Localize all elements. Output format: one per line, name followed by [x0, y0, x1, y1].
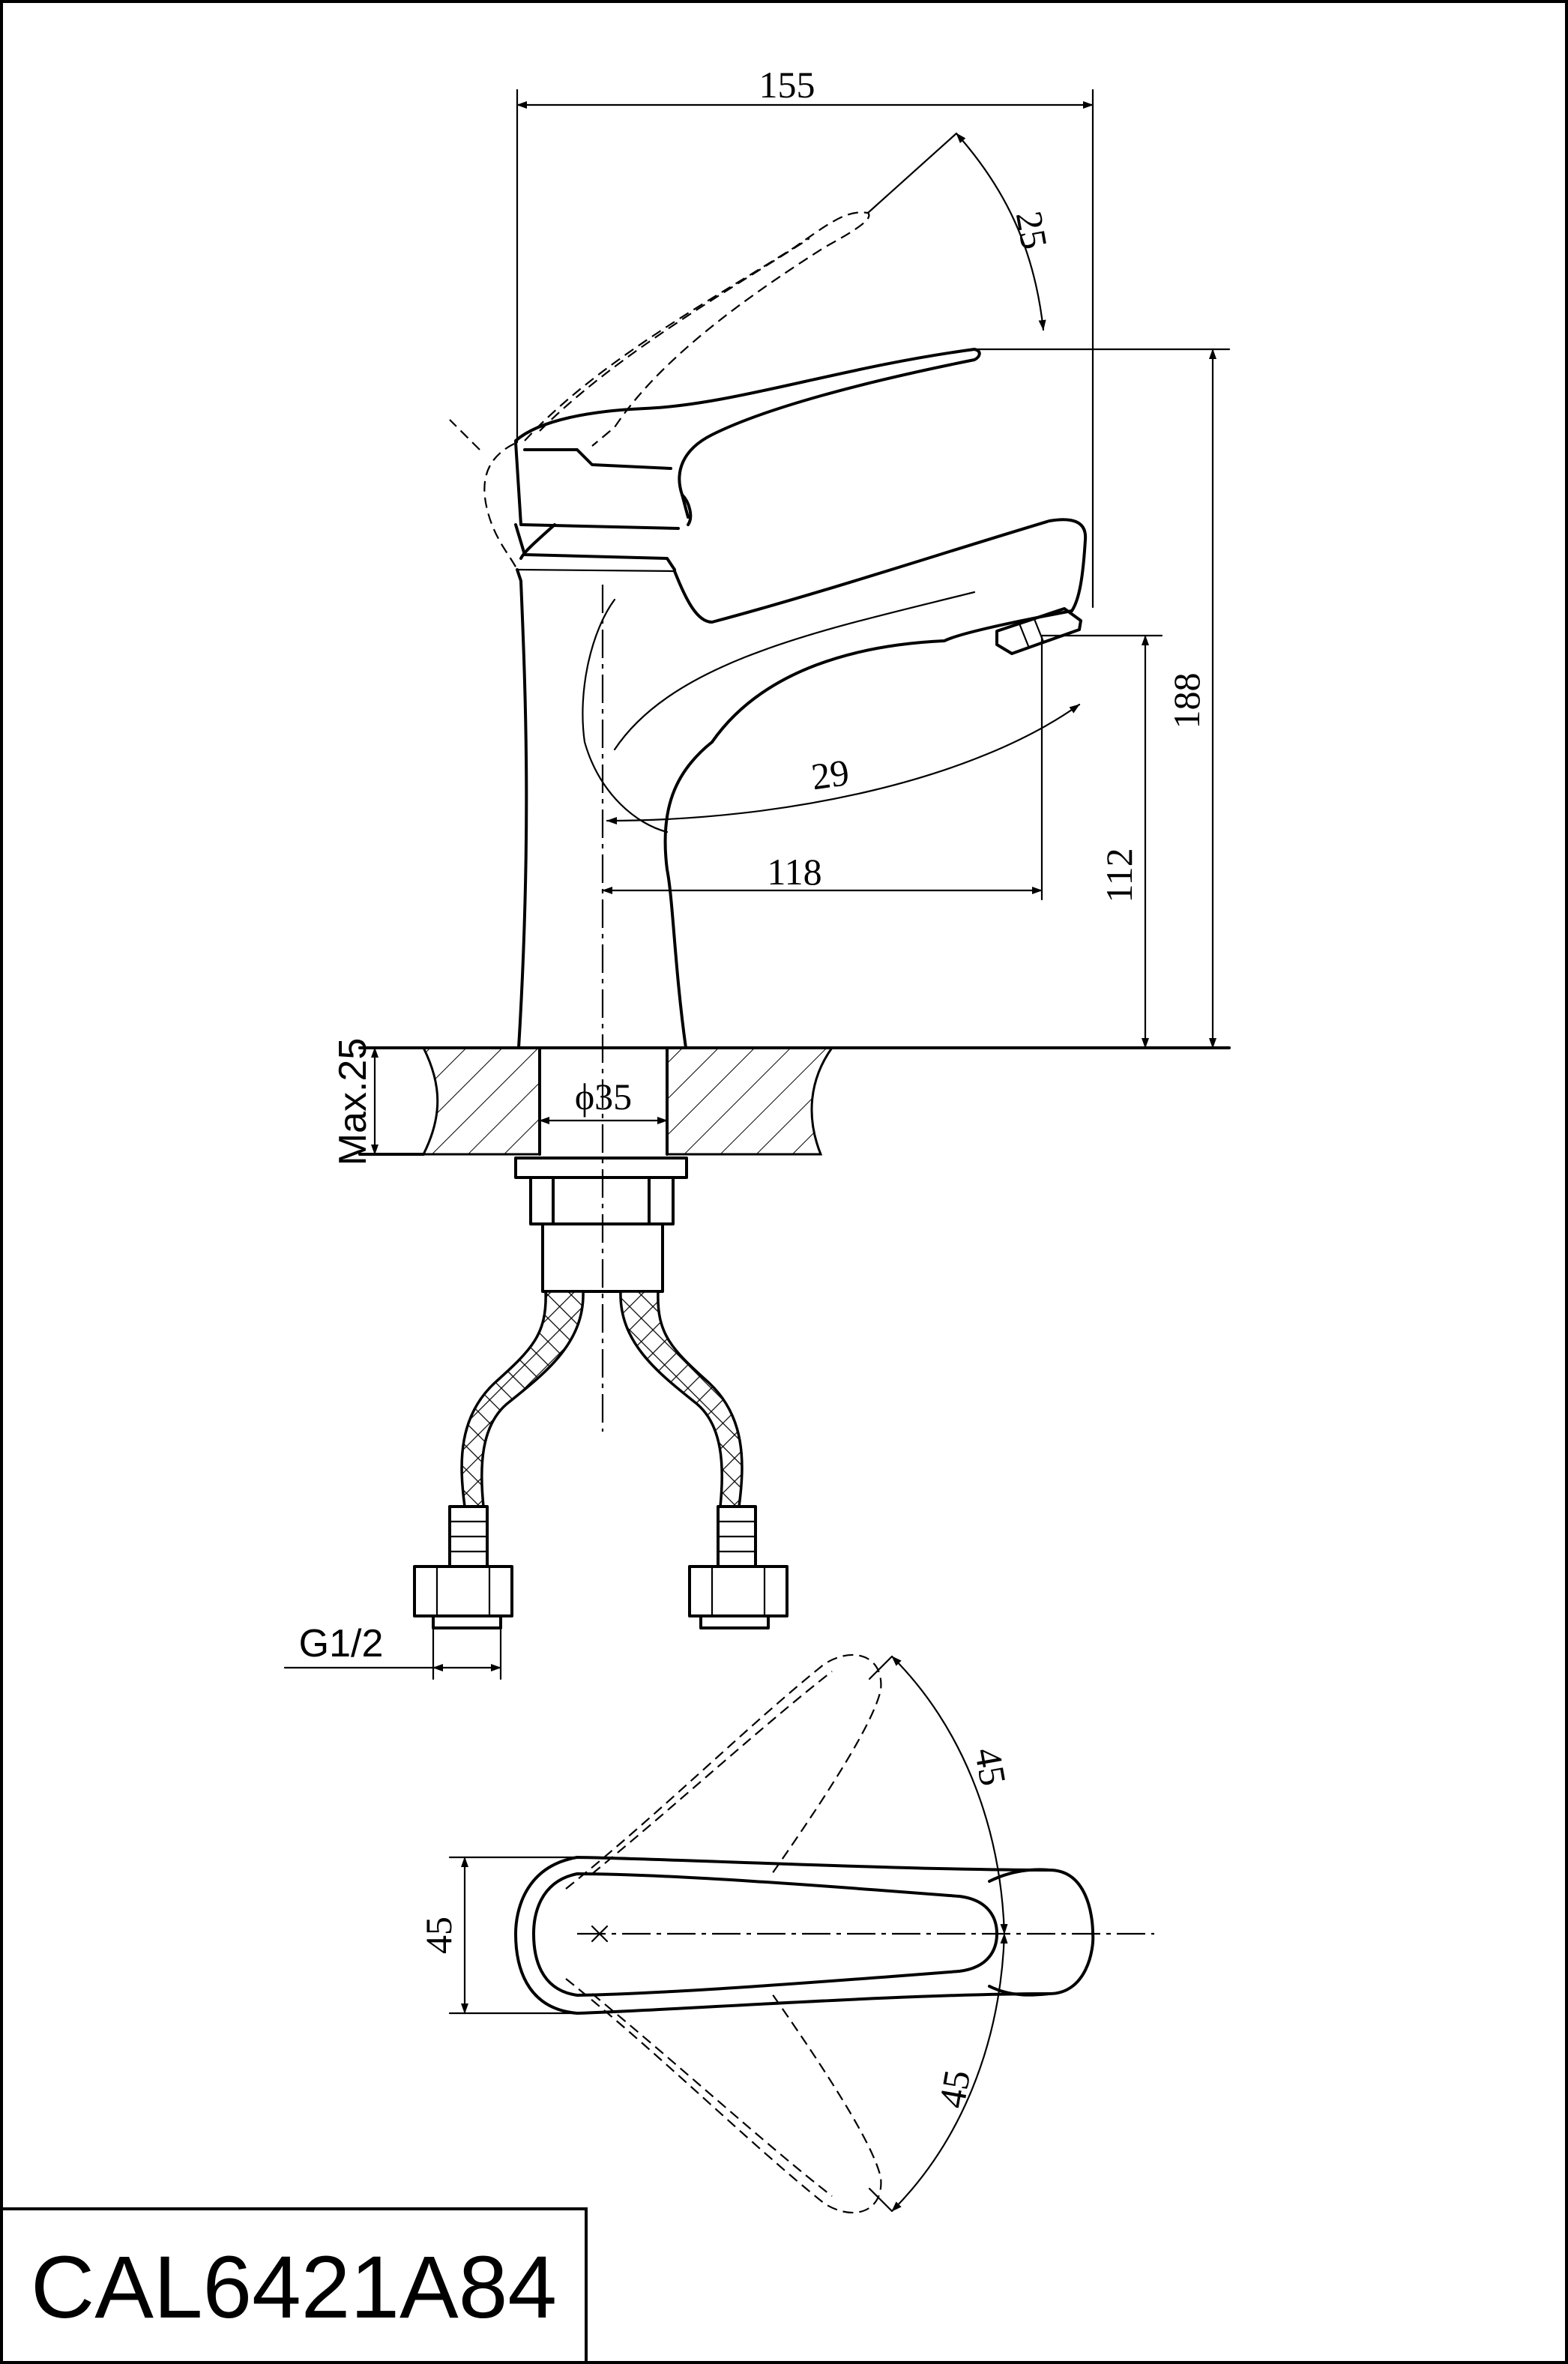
handle-rotated-left [565, 1653, 882, 1890]
dim-max-deck-thickness: Max.25 [331, 1038, 375, 1166]
dim-spout-swivel: 29 [809, 751, 851, 797]
dim-hose-thread: G1/2 [299, 1622, 384, 1665]
faucet-spout [673, 518, 1088, 744]
handle-rotated-right [565, 1978, 882, 2214]
handle-lever [514, 348, 981, 519]
faucet-side-view [358, 211, 1231, 1629]
model-code: CAL6421A84 [31, 2238, 557, 2337]
side-view-dimensions: 155 25 188 112 118 29 Max.25 ϕ35 G1/2 [283, 64, 1231, 1680]
hose-nut-left [413, 1565, 513, 1617]
hose-left [460, 1290, 585, 1508]
dim-handle-tilt-angle: 25 [1008, 208, 1056, 253]
model-label-box: CAL6421A84 [0, 2207, 588, 2364]
dim-mount-hole-diameter: ϕ35 [575, 1076, 632, 1118]
hose-right [619, 1290, 744, 1508]
countertop-section [421, 1046, 541, 1156]
dim-handle-width: 45 [417, 1917, 459, 1954]
top-view-dimensions: 45 45 45 [417, 1655, 1015, 2213]
dim-overall-length: 155 [759, 64, 815, 106]
dim-rotation-angle-right: 45 [930, 2067, 978, 2111]
faucet-top-view [514, 1653, 1154, 2214]
handle-tilted-position [524, 211, 870, 447]
dim-total-height: 188 [1166, 673, 1207, 729]
aerator [995, 607, 1082, 655]
dim-spout-reach: 118 [767, 851, 821, 893]
hose-nut-right [688, 1565, 788, 1617]
dim-spout-height: 112 [1098, 848, 1140, 902]
dim-rotation-angle-left: 45 [967, 1745, 1015, 1789]
faucet-body [516, 568, 714, 1049]
